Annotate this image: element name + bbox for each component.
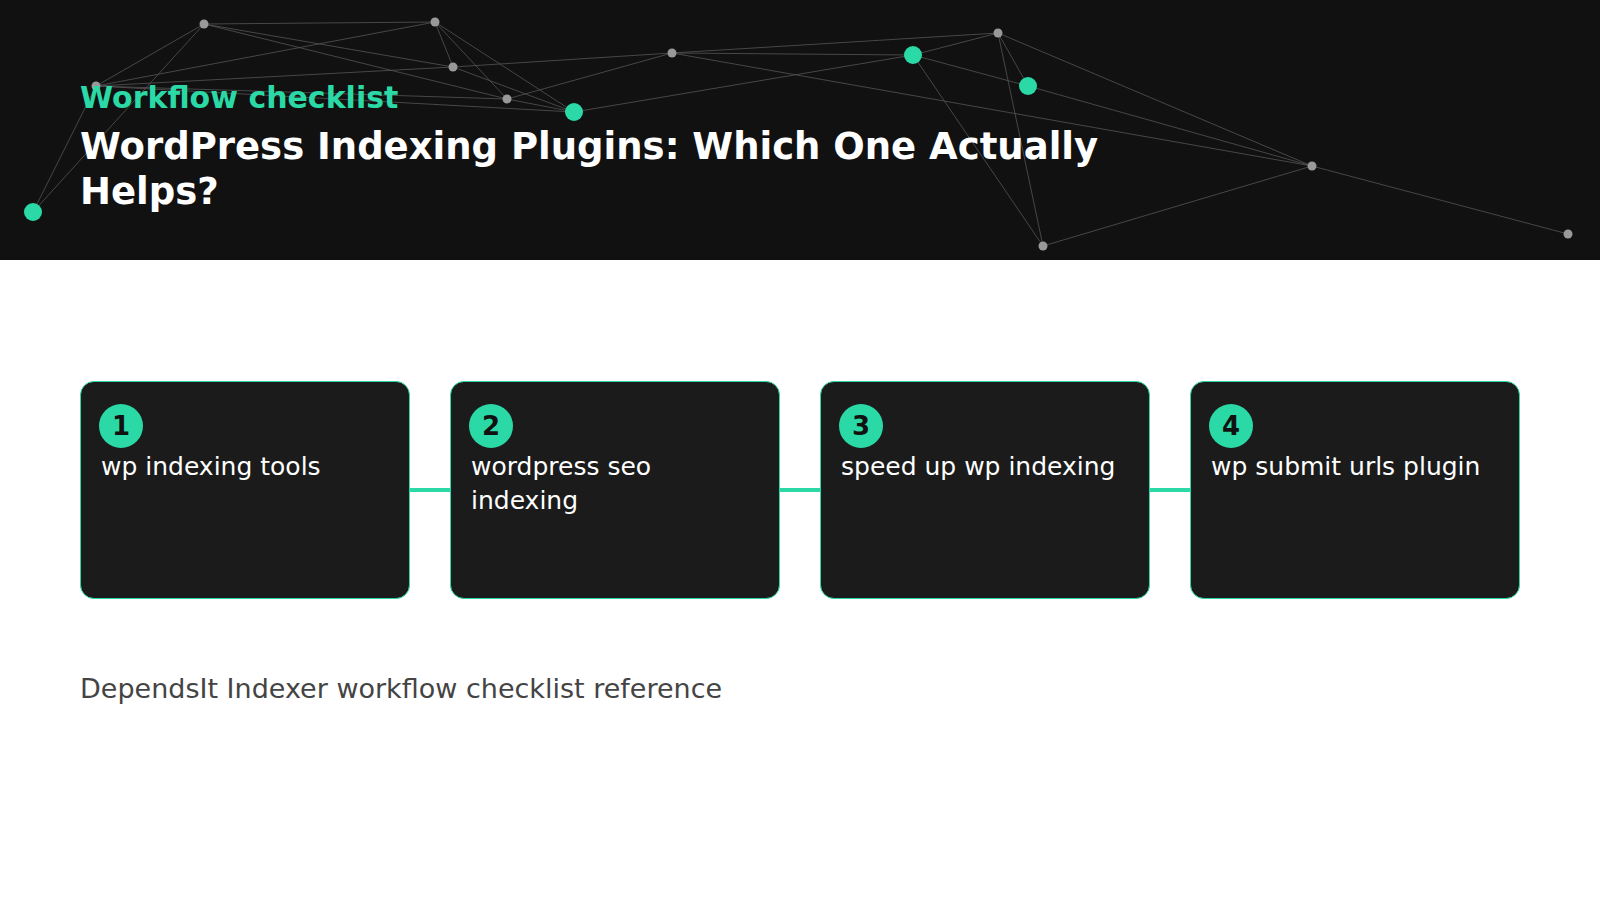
- network-link: [96, 24, 204, 86]
- process-box: 2wordpress seo indexing: [450, 381, 780, 599]
- step-number: 4: [1209, 404, 1253, 448]
- connector: [1150, 488, 1190, 492]
- step-label: wordpress seo indexing: [471, 450, 761, 518]
- network-dot: [200, 20, 209, 29]
- step-number: 1: [99, 404, 143, 448]
- title: WordPress Indexing Plugins: Which One Ac…: [80, 124, 1240, 214]
- network-link: [672, 33, 998, 53]
- network-link: [96, 22, 435, 86]
- network-link: [574, 55, 913, 112]
- network-link: [453, 67, 574, 112]
- caption: DependsIt Indexer workflow checklist ref…: [80, 673, 722, 704]
- network-dot: [565, 103, 583, 121]
- network-dot: [449, 63, 458, 72]
- network-link: [913, 33, 998, 55]
- network-dot: [1019, 77, 1037, 95]
- network-dot: [24, 203, 42, 221]
- network-dot: [1039, 242, 1048, 251]
- step-label: wp submit urls plugin: [1211, 450, 1501, 484]
- process-box: 1wp indexing tools: [80, 381, 410, 599]
- network-dot: [904, 46, 922, 64]
- network-link: [672, 53, 913, 55]
- process-box: 4wp submit urls plugin: [1190, 381, 1520, 599]
- network-dot: [1308, 162, 1317, 171]
- network-link: [998, 33, 1028, 86]
- step-label: wp indexing tools: [101, 450, 391, 484]
- network-link: [204, 24, 453, 67]
- network-link: [1043, 166, 1312, 246]
- eyebrow-label: Workflow checklist: [80, 80, 398, 115]
- network-dot: [503, 95, 512, 104]
- network-dot: [994, 29, 1003, 38]
- network-link: [507, 53, 672, 99]
- network-link: [913, 55, 1028, 86]
- network-link: [204, 22, 435, 24]
- step-number: 3: [839, 404, 883, 448]
- step-number: 2: [469, 404, 513, 448]
- network-dot: [668, 49, 677, 58]
- network-link: [453, 53, 672, 67]
- network-link: [435, 22, 453, 67]
- network-link: [1312, 166, 1568, 234]
- process-box: 3speed up wp indexing: [820, 381, 1150, 599]
- connector: [780, 488, 820, 492]
- network-link: [435, 22, 574, 112]
- step-label: speed up wp indexing: [841, 450, 1131, 484]
- connector: [410, 488, 450, 492]
- network-link: [507, 99, 574, 112]
- network-dot: [1564, 230, 1573, 239]
- network-link: [435, 22, 507, 99]
- network-dot: [431, 18, 440, 27]
